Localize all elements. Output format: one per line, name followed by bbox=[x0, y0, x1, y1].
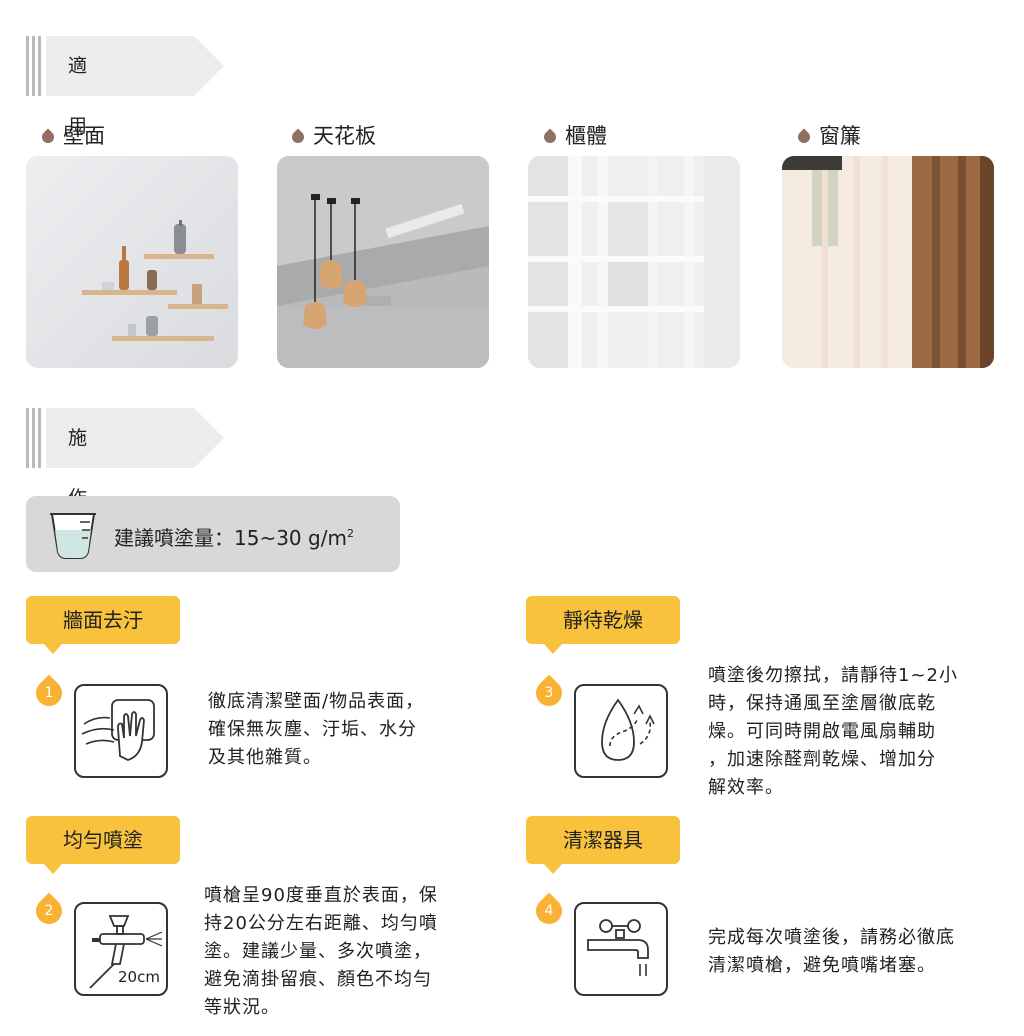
step-number-badge: 4 bbox=[530, 892, 568, 930]
description-line: ，加速除醛劑乾燥、增加分 bbox=[708, 749, 936, 770]
step-title-1: 牆面去汙 bbox=[26, 596, 180, 654]
scope-label-wall: 壁面 bbox=[39, 120, 105, 150]
scope-label-text: 櫃體 bbox=[565, 124, 607, 148]
step-title-3: 靜待乾燥 bbox=[526, 596, 680, 654]
description-line: 確保無灰塵、汙垢、水分 bbox=[208, 719, 417, 740]
coverage-box: 建議噴塗量：15~30 g/m2 bbox=[26, 496, 400, 572]
distance-label: 20cm bbox=[118, 968, 160, 986]
faucet-icon bbox=[587, 919, 649, 976]
step-number: 3 bbox=[544, 685, 554, 701]
description-line: 及其他雜質。 bbox=[208, 747, 322, 768]
drop-icon bbox=[289, 128, 307, 145]
description-line: 避免滴掛留痕、顏色不均勻 bbox=[204, 969, 432, 990]
description-line: 噴塗後勿擦拭，請靜待1~2小 bbox=[708, 665, 958, 686]
coverage-sup: 2 bbox=[346, 527, 354, 540]
step-title-2: 均勻噴塗 bbox=[26, 816, 180, 874]
scope-label-text: 天花板 bbox=[313, 124, 376, 148]
coverage-text: 建議噴塗量：15~30 g/m2 bbox=[114, 496, 354, 576]
step-description-2: 噴槍呈90度垂直於表面，保 持20公分左右距離、均勻噴 塗。建議少量、多次噴塗，… bbox=[204, 882, 438, 1022]
step-icon-box-2: 20cm bbox=[74, 902, 168, 996]
scope-label-cabinet: 櫃體 bbox=[541, 120, 607, 150]
description-line: 完成每次噴塗後，請務必徹底 bbox=[708, 927, 955, 948]
description-line: 等狀況。 bbox=[204, 997, 280, 1018]
step-title-4: 清潔器具 bbox=[526, 816, 680, 874]
scope-label-curtain: 窗簾 bbox=[795, 120, 861, 150]
drop-icon bbox=[795, 128, 813, 145]
drop-icon bbox=[39, 128, 57, 145]
water-drop-dry-icon bbox=[601, 698, 655, 761]
wiping-hand-icon bbox=[81, 699, 155, 761]
scope-image-curtain bbox=[782, 156, 994, 368]
scope-label-text: 窗簾 bbox=[819, 124, 861, 148]
drop-icon bbox=[541, 128, 559, 145]
measuring-cup-icon bbox=[50, 513, 96, 559]
step-icon-box-3 bbox=[574, 684, 668, 778]
header-arrow-shape bbox=[46, 36, 224, 96]
step-number: 4 bbox=[544, 903, 554, 919]
step-number: 2 bbox=[44, 903, 54, 919]
description-line: 解效率。 bbox=[708, 777, 784, 798]
spray-gun-icon bbox=[89, 915, 163, 989]
scope-image-wall bbox=[26, 156, 238, 368]
step-icon-box-4 bbox=[574, 902, 668, 996]
step-description-1: 徹底清潔壁面/物品表面， 確保無灰塵、汙垢、水分 及其他雜質。 bbox=[208, 688, 424, 772]
description-line: 燥。可同時開啟電風扇輔助 bbox=[708, 721, 936, 742]
step-number-badge: 2 bbox=[30, 892, 68, 930]
scope-image-ceiling bbox=[277, 156, 489, 368]
description-line: 塗。建議少量、多次噴塗， bbox=[204, 941, 432, 962]
scope-label-text: 壁面 bbox=[63, 124, 105, 148]
step-number: 1 bbox=[44, 685, 54, 701]
description-line: 持20公分左右距離、均勻噴 bbox=[204, 913, 438, 934]
header-arrow-shape bbox=[46, 408, 224, 468]
coverage-label: 建議噴塗量：15~30 g/m bbox=[114, 526, 347, 550]
header-bars-decoration bbox=[26, 36, 42, 96]
description-line: 徹底清潔壁面/物品表面， bbox=[208, 691, 425, 712]
step-number-badge: 3 bbox=[530, 674, 568, 712]
description-line: 時，保持通風至塗層徹底乾 bbox=[708, 693, 936, 714]
description-line: 清潔噴槍，避免噴嘴堵塞。 bbox=[708, 955, 936, 976]
description-line: 噴槍呈90度垂直於表面，保 bbox=[204, 885, 438, 906]
step-description-3: 噴塗後勿擦拭，請靜待1~2小 時，保持通風至塗層徹底乾 燥。可同時開啟電風扇輔助… bbox=[708, 662, 958, 802]
header-bars-decoration bbox=[26, 408, 42, 468]
step-icon-box-1 bbox=[74, 684, 168, 778]
step-number-badge: 1 bbox=[30, 674, 68, 712]
scope-image-cabinet bbox=[528, 156, 740, 368]
scope-label-ceiling: 天花板 bbox=[289, 120, 376, 150]
step-description-4: 完成每次噴塗後，請務必徹底 清潔噴槍，避免噴嘴堵塞。 bbox=[708, 924, 955, 980]
